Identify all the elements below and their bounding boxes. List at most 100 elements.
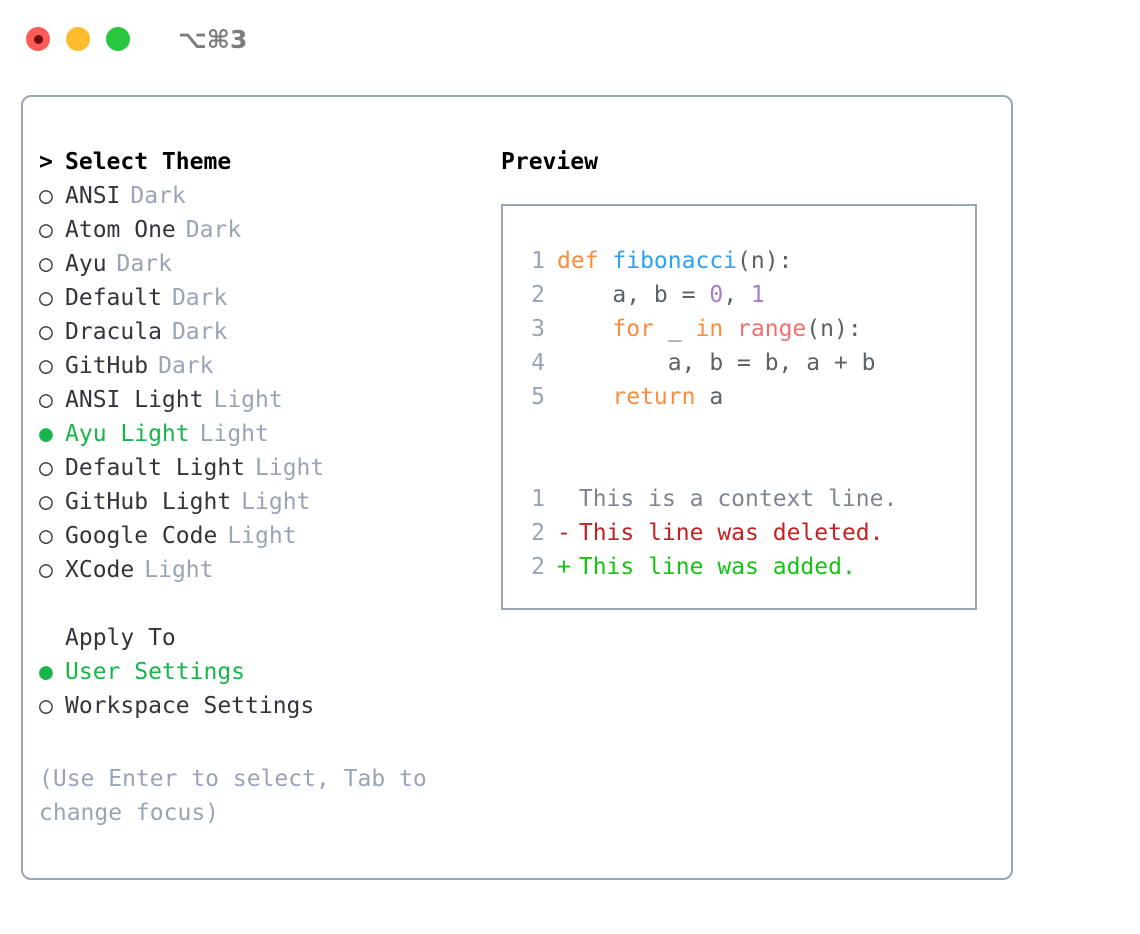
theme-kind-label: Light: [241, 489, 311, 515]
apply-to-item[interactable]: ○ Workspace Settings: [39, 693, 469, 727]
theme-list-item[interactable]: ○ Google Code Light: [39, 523, 469, 557]
diff-text: This line was deleted.: [578, 520, 884, 546]
diff-sign: [557, 486, 571, 512]
line-number: 3: [531, 316, 545, 342]
theme-name-label: ANSI: [65, 183, 121, 209]
close-button-icon[interactable]: [26, 27, 50, 51]
theme-list-item[interactable]: ○ Dracula Dark: [39, 319, 469, 353]
theme-kind-label: Light: [213, 387, 283, 413]
radio-icon[interactable]: ○: [39, 183, 53, 209]
line-number: 5: [531, 384, 545, 410]
main-panel: > Select Theme ○ ANSI Dark ○ Atom One Da…: [21, 95, 1013, 880]
apply-to-item-label: Workspace Settings: [65, 693, 315, 719]
blank-line: [519, 452, 975, 486]
code-token-plain: _: [653, 316, 696, 342]
code-line: 1 def fibonacci(n):: [519, 248, 975, 282]
theme-name-label: Ayu: [65, 251, 107, 277]
code-token-plain: (n):: [737, 248, 793, 274]
theme-list-item[interactable]: ○ GitHub Dark: [39, 353, 469, 387]
select-theme-heading: > Select Theme: [39, 149, 469, 183]
radio-icon[interactable]: ○: [39, 523, 53, 549]
theme-list-item[interactable]: ○ ANSI Light Light: [39, 387, 469, 421]
theme-list-item[interactable]: ○ ANSI Dark: [39, 183, 469, 217]
radio-icon[interactable]: ○: [39, 353, 53, 379]
theme-list-item[interactable]: ○ Default Light Light: [39, 455, 469, 489]
radio-icon[interactable]: ○: [39, 557, 53, 583]
theme-list-item[interactable]: ○ Default Dark: [39, 285, 469, 319]
code-token-call: range: [737, 316, 807, 342]
code-token-plain: [723, 316, 737, 342]
code-line: 3 for _ in range(n):: [519, 316, 975, 350]
code-token-plain: a, b = b, a + b: [557, 350, 876, 376]
keyboard-hint-text: (Use Enter to select, Tab to change focu…: [39, 766, 441, 826]
code-line: 4 a, b = b, a + b: [519, 350, 975, 384]
diff-text: This line was added.: [578, 554, 856, 580]
diff-line-added: 2 + This line was added.: [519, 554, 975, 588]
preview-column: Preview 1 def fibonacci(n): 2 a, b = 0, …: [501, 149, 991, 610]
radio-icon[interactable]: ○: [39, 693, 53, 719]
code-token-plain: ,: [723, 282, 751, 308]
line-number: 1: [531, 248, 545, 274]
preview-title-label: Preview: [501, 149, 598, 175]
theme-selector-column: > Select Theme ○ ANSI Dark ○ Atom One Da…: [39, 149, 469, 727]
code-token-plain: [557, 384, 612, 410]
theme-name-label: Default: [65, 285, 162, 311]
radio-icon[interactable]: ○: [39, 387, 53, 413]
theme-name-label: Dracula: [65, 319, 162, 345]
theme-name-label: Google Code: [65, 523, 218, 549]
theme-name-label: XCode: [65, 557, 135, 583]
theme-kind-label: Dark: [185, 217, 242, 243]
code-token-keyword: def: [557, 248, 613, 274]
line-number: 2: [531, 282, 545, 308]
code-token-keyword: for: [612, 316, 654, 342]
diff-sign: +: [557, 554, 571, 580]
code-token-plain: a: [695, 384, 724, 410]
theme-list-item-selected[interactable]: ● Ayu Light Light: [39, 421, 469, 455]
theme-kind-label: Light: [255, 455, 325, 481]
diff-line-context: 1 This is a context line.: [519, 486, 975, 520]
radio-icon[interactable]: ○: [39, 285, 53, 311]
code-token-number: 1: [750, 282, 765, 308]
theme-list-item[interactable]: ○ Atom One Dark: [39, 217, 469, 251]
theme-list-item[interactable]: ○ Ayu Dark: [39, 251, 469, 285]
maximize-button-icon[interactable]: [106, 27, 130, 51]
line-number: 1: [531, 486, 545, 512]
radio-icon[interactable]: ○: [39, 217, 53, 243]
theme-kind-label: Dark: [116, 251, 172, 277]
section-spacer: [39, 591, 469, 625]
traffic-light-group: [26, 27, 130, 51]
radio-icon-selected[interactable]: ●: [39, 659, 53, 685]
line-number: 4: [531, 350, 545, 376]
blank-line: [519, 418, 975, 452]
radio-icon[interactable]: ○: [39, 251, 53, 277]
radio-icon-selected[interactable]: ●: [39, 421, 53, 447]
caret-icon: >: [39, 149, 53, 175]
diff-text: This is a context line.: [578, 486, 898, 512]
apply-to-heading: Apply To: [39, 625, 469, 659]
apply-to-item-selected[interactable]: ● User Settings: [39, 659, 469, 693]
theme-name-label: GitHub: [65, 353, 149, 379]
title-bar: ⌥⌘3: [0, 0, 1140, 78]
theme-kind-label: Light: [227, 523, 297, 549]
line-number: 2: [531, 520, 545, 546]
code-token-plain: a, b =: [557, 282, 710, 308]
radio-icon[interactable]: ○: [39, 455, 53, 481]
code-content: a, b = 0, 1: [557, 282, 765, 308]
minimize-button-icon[interactable]: [66, 27, 90, 51]
line-number: 2: [531, 554, 545, 580]
code-token-keyword: return: [612, 384, 696, 410]
theme-kind-label: Light: [199, 421, 269, 447]
select-theme-heading-label: Select Theme: [65, 149, 232, 175]
theme-list-item[interactable]: ○ XCode Light: [39, 557, 469, 591]
radio-icon[interactable]: ○: [39, 319, 53, 345]
keyboard-shortcut-label: ⌥⌘3: [178, 24, 248, 54]
radio-icon[interactable]: ○: [39, 489, 53, 515]
code-line: 5 return a: [519, 384, 975, 418]
theme-list-item[interactable]: ○ GitHub Light Light: [39, 489, 469, 523]
theme-kind-label: Light: [144, 557, 214, 583]
diff-sign: -: [557, 520, 571, 546]
preview-box: 1 def fibonacci(n): 2 a, b = 0, 1 3 for …: [501, 204, 977, 610]
apply-to-heading-label: Apply To: [65, 625, 176, 651]
code-token-plain: [557, 316, 612, 342]
